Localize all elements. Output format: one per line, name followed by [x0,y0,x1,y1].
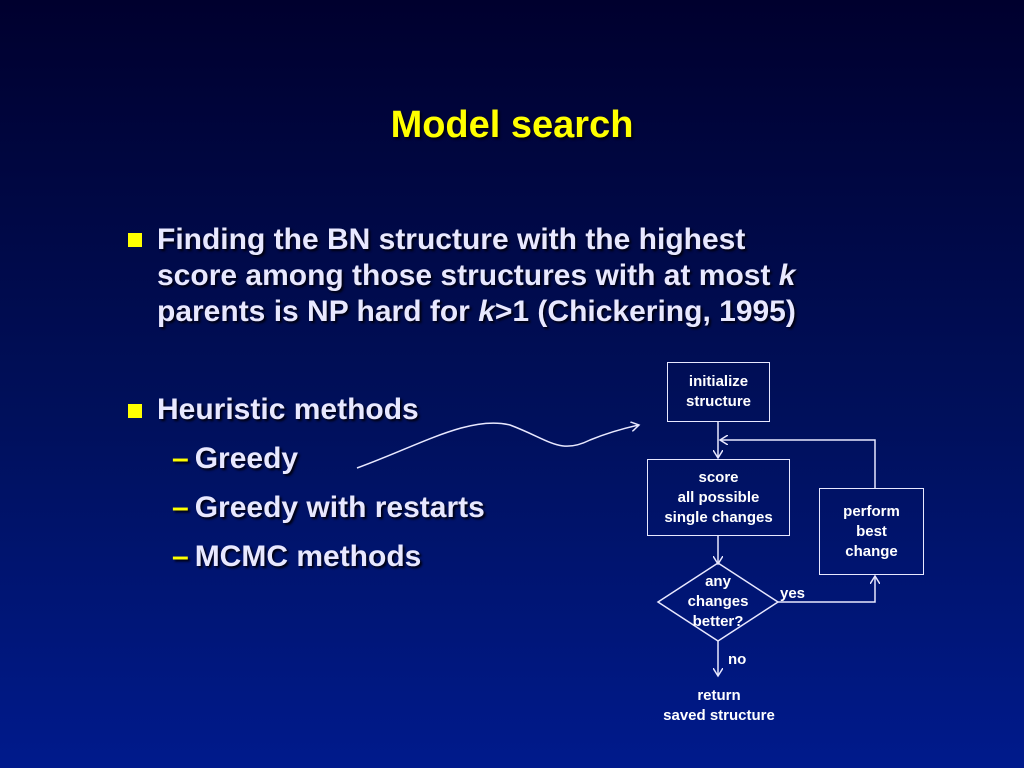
return-saved-structure: return saved structure [638,686,800,726]
yes-label: yes [780,585,806,602]
variable-k: k [778,259,796,292]
box-line: all possible [677,488,760,506]
bullet-1-line-3-text: parents is NP hard for [157,295,479,328]
bullet-1-text: Finding the BN structure with the highes… [157,222,796,330]
box-line: initialize [688,373,749,390]
subitem-label: MCMC methods [194,540,422,573]
subitem-label: Greedy with restarts [194,491,485,524]
box-line: perform [843,502,900,520]
subitem-greedy-restarts: –Greedy with restarts [172,491,485,525]
box-line: score [698,468,739,486]
bullet-1-line-3: parents is NP hard for k>1 (Chickering, … [157,294,796,330]
decision-line: changes [687,593,749,610]
slide-title: Model search [390,104,634,146]
subitem-greedy: –Greedy [172,442,298,476]
bullet-1-line-2-text: score among those structures with at mos… [157,259,779,292]
decision-line: better? [692,613,744,630]
arrow-perform-loop [720,440,876,488]
arrow-yes-to-perform [778,576,875,603]
dash-marker: – [172,540,189,573]
curved-pointer-arrow [356,423,639,469]
dash-marker: – [172,442,189,475]
decision-line: any [705,573,731,590]
initialize-structure-box: initialize structure [667,362,770,422]
no-label: no [728,651,747,668]
box-line: single changes [664,508,773,526]
return-line: saved structure [663,707,775,724]
bullet-marker-1 [128,233,142,247]
return-line: return [697,687,741,704]
bullet-1-line-2: score among those structures with at mos… [157,258,796,294]
variable-k: k [478,295,495,328]
score-changes-box: score all possible single changes [647,459,790,536]
subitem-mcmc: –MCMC methods [172,540,421,574]
box-line: structure [685,393,752,410]
bullet-marker-2 [128,404,142,418]
subitem-label: Greedy [194,442,299,475]
bullet-1-line-3-tail: >1 (Chickering, 1995) [494,295,796,328]
bullet-2-text: Heuristic methods [157,393,419,426]
dash-marker: – [172,491,189,524]
box-line: change [845,542,898,560]
bullet-1-line-1: Finding the BN structure with the highes… [157,223,746,256]
box-line: best [856,522,887,540]
decision-text: any changes better? [668,572,768,632]
perform-best-change-box: perform best change [819,488,924,575]
